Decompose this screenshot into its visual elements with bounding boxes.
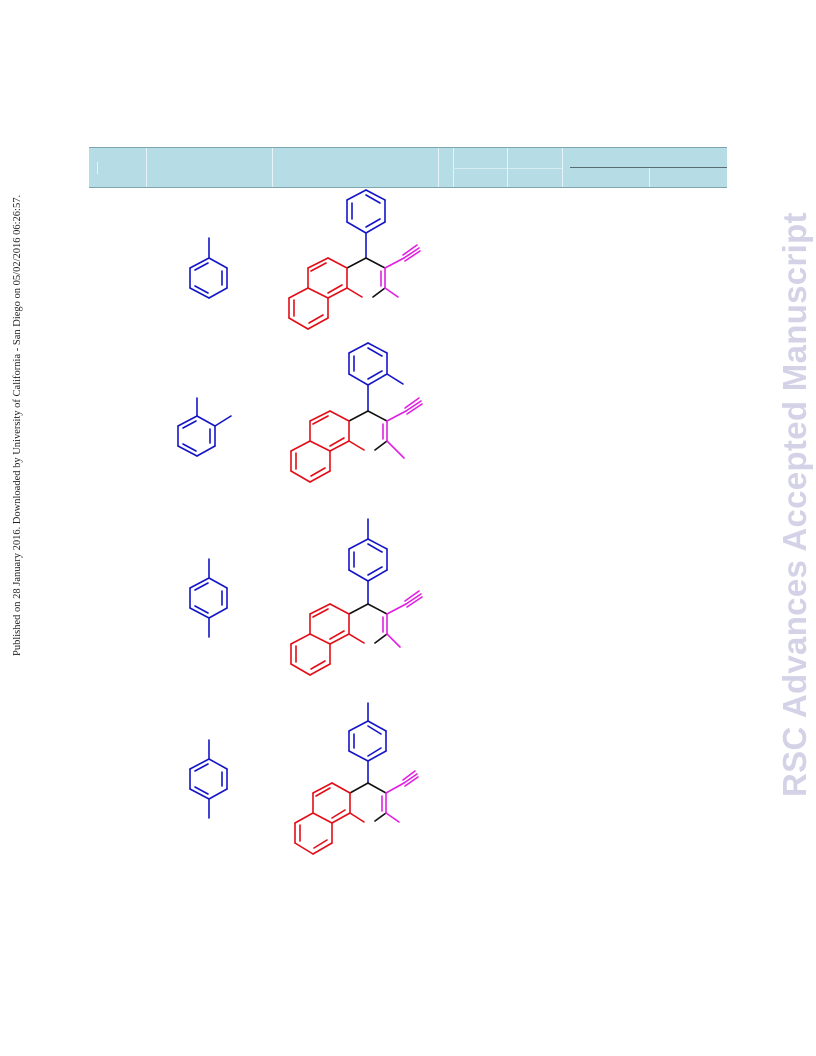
header-subline xyxy=(570,167,727,168)
header-tick xyxy=(97,162,98,174)
column-divider xyxy=(453,148,454,187)
header-rule xyxy=(453,168,507,169)
column-divider xyxy=(507,148,508,187)
column-divider xyxy=(146,148,147,187)
header-rule xyxy=(508,168,562,169)
column-divider xyxy=(438,148,439,187)
table-header xyxy=(89,147,727,188)
column-divider xyxy=(649,168,650,187)
column-divider xyxy=(562,148,563,187)
column-divider xyxy=(272,148,273,187)
